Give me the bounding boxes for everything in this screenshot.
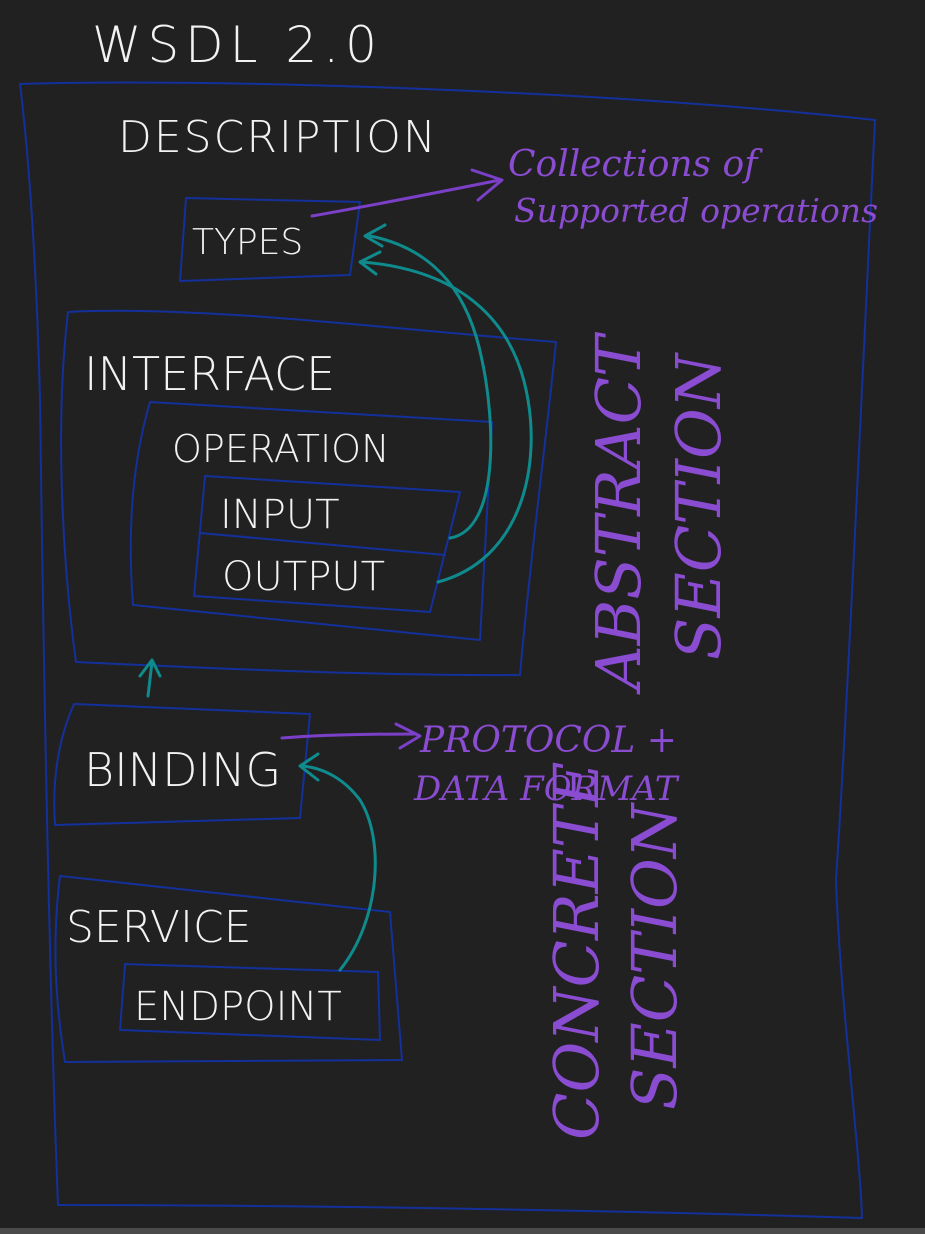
types-note-line1: Collections of (508, 144, 763, 185)
input-output-divider (199, 532, 446, 556)
endpoint-box (119, 963, 381, 1041)
endpoint-label: ENDPOINT (134, 984, 342, 1030)
endpoint-to-binding-arrow-head (298, 752, 320, 782)
binding-label: BINDING (84, 743, 281, 797)
binding-note-line2: DATA FORMAT (413, 769, 680, 809)
diagram-title: WSDL 2.0 (92, 16, 383, 74)
binding-note-arrow-head (394, 722, 422, 750)
binding-box (53, 703, 311, 826)
output-to-types-arrow-head (358, 250, 382, 276)
input-output-box (193, 475, 461, 613)
abstract-section-label: ABSTRACT SECTION (582, 331, 735, 695)
binding-to-interface-arrow (146, 660, 154, 698)
service-label: SERVICE (66, 902, 252, 953)
types-box (179, 197, 361, 282)
binding-note-line1: PROTOCOL + (419, 720, 677, 761)
svg-text:SECTION: SECTION (618, 801, 691, 1110)
svg-text:SECTION: SECTION (662, 351, 735, 660)
input-to-types-arrow-head (363, 223, 387, 248)
operation-box (129, 401, 493, 641)
endpoint-to-binding-arrow (300, 764, 377, 972)
binding-note-arrow (280, 732, 418, 740)
svg-text:ABSTRACT: ABSTRACT (582, 331, 655, 695)
interface-label: INTERFACE (84, 347, 335, 401)
interface-box (60, 309, 557, 677)
concrete-section-label: CONCRETE SECTION (540, 761, 691, 1140)
types-note-arrow-head (470, 168, 504, 202)
svg-text:CONCRETE: CONCRETE (540, 761, 613, 1140)
description-label: DESCRIPTION (118, 112, 438, 163)
types-note-line2: Supported operations (514, 191, 878, 230)
types-label: TYPES (192, 222, 303, 263)
output-to-types-arrow (360, 260, 533, 584)
output-label: OUTPUT (222, 554, 385, 600)
input-label: INPUT (220, 492, 340, 538)
status-bar (0, 1228, 925, 1234)
types-note-arrow (310, 178, 502, 218)
input-to-types-arrow (368, 234, 493, 540)
service-box (54, 875, 403, 1063)
description-frame (19, 81, 876, 1219)
operation-label: OPERATION (172, 427, 390, 471)
binding-to-interface-arrow-head (138, 658, 162, 678)
